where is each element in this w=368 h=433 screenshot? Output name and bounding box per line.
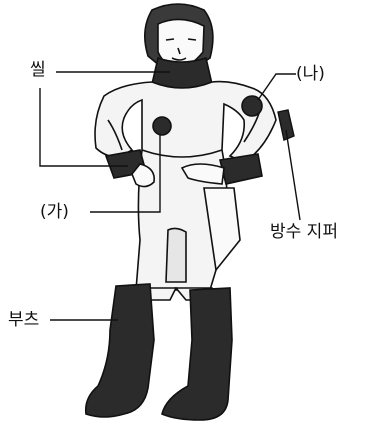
arm-valve-na (241, 95, 263, 117)
leader-ga (90, 134, 161, 213)
leader-seal-wrist (39, 88, 128, 167)
right-boot (161, 287, 233, 421)
left-boot (84, 283, 155, 418)
ga-label: (가) (40, 202, 69, 222)
waterproof-zipper-label: 방수 지퍼 (270, 222, 338, 242)
seal-label: 씰 (30, 60, 46, 80)
boots-label: 부츠 (8, 310, 40, 330)
left-hand (131, 163, 156, 188)
na-label: (나) (296, 64, 325, 84)
right-wrist-seal (219, 153, 263, 185)
chest-valve-ga (152, 116, 172, 136)
right-hand (180, 163, 225, 185)
zipper-pull (277, 109, 295, 141)
leader-na (257, 73, 296, 101)
leader-zipper (285, 129, 301, 221)
leader-lines (39, 71, 301, 321)
suit-body (94, 80, 277, 291)
